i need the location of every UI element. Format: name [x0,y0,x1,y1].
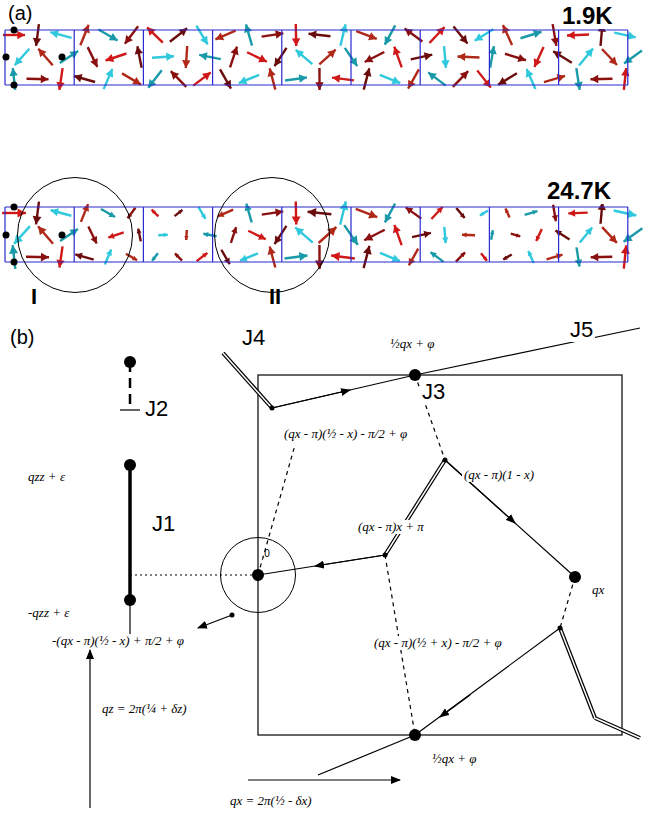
panel-label: (a) [6,2,34,24]
coupling-label: J3 [420,380,447,404]
coupling-label: J1 [150,512,177,536]
coupling-label: J5 [568,318,595,342]
coupling-label: J2 [143,397,170,421]
phase-label: -(qx - π)(½ - x) + π/2 + φ [50,634,186,648]
circle-label: II [269,284,281,310]
phase-label: (qx - π)(1 - x) [462,468,536,482]
highlight-circle: I [17,177,133,293]
phase-label: (qx - π)(½ + x) - π/2 + φ [372,636,504,650]
phase-label: qx [590,583,606,597]
phase-label: ½qx + φ [430,752,478,766]
highlight-circle: II [214,177,330,293]
coupling-label: J4 [240,326,267,350]
phase-label: (qx - π)(½ - x) - π/2 + φ [282,427,409,441]
temperature-label: 1.9K [560,3,615,29]
panel-label: (b) [8,326,36,348]
temperature-label: 24.7K [545,178,613,204]
phase-label: ½qx + φ [388,337,436,351]
phase-label: (qx - π)x + π [356,520,426,534]
circle-label: I [31,284,37,310]
wavevector-label: qx = 2π(½ - δx) [228,794,314,808]
circle-label: 0 [264,548,270,559]
phase-label: -qzz + ε [26,606,71,620]
wavevector-label: qz = 2π(¼ + δz) [100,702,189,716]
highlight-circle: 0 [220,537,296,613]
phase-label: qzz + ε [26,470,67,484]
